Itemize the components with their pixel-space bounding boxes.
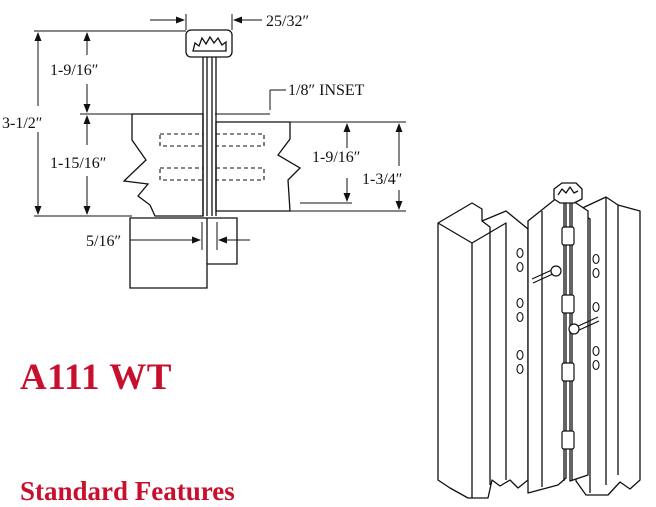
lower-frame-section	[129, 217, 238, 289]
hinge-knuckles	[561, 226, 575, 450]
left-door-section	[122, 113, 204, 217]
left-door-block	[437, 202, 529, 499]
right-door-section	[215, 121, 302, 212]
cross-section-drawing: 25/32″ 1/8″ INSET 1-9/16″ 3-1/2″ 1-15/16…	[2, 13, 406, 289]
hinge-cap	[553, 182, 583, 204]
dim-overall-height: 3-1/2″	[2, 115, 42, 132]
hinge-cap-outline	[185, 29, 233, 58]
standard-features-heading: Standard Features	[20, 476, 235, 506]
dim-gap-width: 5/16″	[86, 233, 121, 250]
right-hinge-leaf	[569, 198, 589, 482]
hinge-product-illustration	[437, 182, 641, 499]
dim-top-width: 25/32″	[266, 13, 309, 30]
screw-outlines	[159, 133, 265, 181]
left-hinge-leaf	[527, 196, 567, 494]
dim-lower-height: 1-15/16″	[50, 155, 106, 172]
dim-right-leaf-height: 1-9/16″	[312, 149, 360, 166]
screw-holes	[516, 247, 600, 375]
dim-right-overall-height: 1-3/4″	[362, 171, 402, 188]
dim-inset: 1/8″ INSET	[288, 82, 365, 99]
right-door-block	[575, 196, 641, 496]
gear-teeth-profile	[192, 35, 227, 52]
screws	[531, 265, 600, 335]
dim-upper-height: 1-9/16″	[50, 62, 98, 79]
product-title: A111 WT	[20, 357, 172, 398]
